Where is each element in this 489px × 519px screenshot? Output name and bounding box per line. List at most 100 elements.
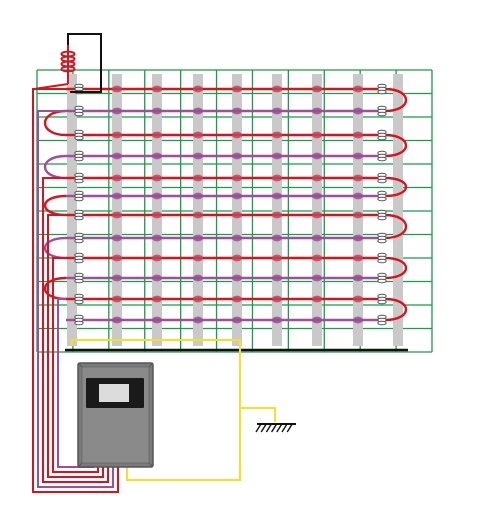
yellow-supply-wiring xyxy=(71,339,276,481)
cable-clip-icon xyxy=(74,252,84,264)
cable-node xyxy=(232,131,242,139)
cable-clip-icon xyxy=(377,314,387,326)
cable-node xyxy=(312,192,322,200)
cable-node xyxy=(353,316,363,324)
cable-node xyxy=(312,131,322,139)
transformer-output xyxy=(33,83,69,90)
cable-clip-icon xyxy=(377,293,387,305)
cable-clip-icon xyxy=(377,105,387,117)
heating-loop-left xyxy=(44,109,67,137)
cable-node xyxy=(272,234,282,242)
support-bar xyxy=(112,74,122,346)
heating-loop-left xyxy=(44,194,67,217)
cable-node xyxy=(272,152,282,160)
cable-node xyxy=(112,107,122,115)
clip-coil xyxy=(74,258,84,264)
cable-node xyxy=(312,174,322,182)
gray-support-bars xyxy=(67,74,403,346)
clip-coil xyxy=(74,196,84,202)
clip-coil xyxy=(377,238,387,244)
cable-node xyxy=(152,85,162,93)
panel-window xyxy=(99,384,129,402)
cable-clip-icon xyxy=(377,150,387,162)
clip-coil xyxy=(74,215,84,221)
cable-node xyxy=(272,131,282,139)
cable-node xyxy=(312,152,322,160)
cable-node xyxy=(152,211,162,219)
transformer-coil xyxy=(60,65,76,73)
cable-node xyxy=(152,192,162,200)
cable-node xyxy=(232,316,242,324)
ground-symbol-icon xyxy=(255,423,296,433)
cable-node xyxy=(272,174,282,182)
cable-node xyxy=(152,131,162,139)
cable-node xyxy=(353,85,363,93)
cable-clip-icon xyxy=(74,293,84,305)
clip-coil xyxy=(74,111,84,117)
control-panel-icon[interactable] xyxy=(77,362,154,468)
cable-clip-icon xyxy=(377,272,387,284)
clip-coil xyxy=(377,215,387,221)
cable-node xyxy=(312,316,322,324)
cable-node xyxy=(193,316,203,324)
clip-coil xyxy=(377,135,387,141)
heating-loop-right xyxy=(384,297,407,322)
cable-node xyxy=(112,274,122,282)
cable-node xyxy=(193,192,203,200)
cable-clip-icon xyxy=(74,150,84,162)
cable-node xyxy=(152,295,162,303)
ground-hatch xyxy=(271,423,278,433)
cable-clip-icon xyxy=(74,172,84,184)
heating-cable-loops xyxy=(44,87,407,322)
cable-node xyxy=(193,295,203,303)
supply-main xyxy=(71,339,241,481)
cable-clip-icon xyxy=(377,172,387,184)
support-bar xyxy=(67,74,77,346)
clip-coil xyxy=(74,238,84,244)
ground-hatch xyxy=(286,423,293,433)
cable-node xyxy=(353,254,363,262)
support-bar xyxy=(393,74,403,346)
cable-node xyxy=(193,131,203,139)
cable-node xyxy=(312,295,322,303)
cable-clip-icon xyxy=(74,129,84,141)
cable-node xyxy=(193,152,203,160)
clip-coil xyxy=(377,156,387,162)
transformer-coil-icon xyxy=(33,33,102,93)
cable-node xyxy=(152,254,162,262)
cable-node xyxy=(193,274,203,282)
cable-node xyxy=(232,192,242,200)
clip-coil xyxy=(377,278,387,284)
cable-node xyxy=(152,274,162,282)
ground-hatch xyxy=(265,423,272,433)
clip-coil xyxy=(377,196,387,202)
cable-clip-icon xyxy=(377,209,387,221)
cable-node xyxy=(353,274,363,282)
cable-node xyxy=(193,234,203,242)
cable-node xyxy=(152,234,162,242)
clip-coil xyxy=(377,89,387,95)
cable-node xyxy=(353,211,363,219)
support-bar xyxy=(312,74,322,346)
cable-clip-icon xyxy=(74,209,84,221)
clip-coil xyxy=(74,278,84,284)
cable-node xyxy=(112,131,122,139)
cable-node xyxy=(232,211,242,219)
cable-node xyxy=(312,85,322,93)
cable-node xyxy=(272,254,282,262)
cable-node xyxy=(232,254,242,262)
cable-node xyxy=(353,131,363,139)
cable-node xyxy=(112,174,122,182)
cable-node xyxy=(353,234,363,242)
cable-clip-icon xyxy=(74,190,84,202)
cable-node xyxy=(312,274,322,282)
clip-coil xyxy=(74,135,84,141)
heating-loop-right xyxy=(384,176,407,198)
ground-hatch xyxy=(260,423,267,433)
transformer-frame xyxy=(67,33,102,93)
clip-coil xyxy=(377,178,387,184)
cable-crossing-nodes xyxy=(112,85,363,324)
cable-clip-icon xyxy=(377,190,387,202)
panel-lead xyxy=(37,110,114,488)
cable-node xyxy=(312,211,322,219)
